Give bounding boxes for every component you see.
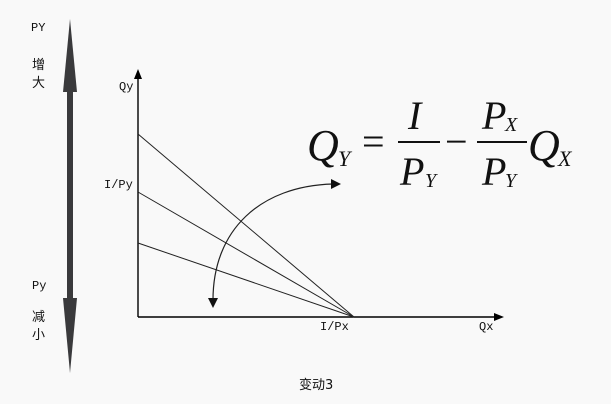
py-bottom-label: Py	[32, 279, 47, 293]
eq-frac1-den: P	[400, 149, 425, 194]
budget-line-steep	[137, 133, 355, 318]
increase-char-1: 增	[32, 58, 46, 73]
eq-frac2-den-sub: Y	[505, 170, 517, 192]
eq-equals: =	[362, 119, 385, 164]
eq-frac2-den: P	[482, 149, 507, 194]
y-intercept-label: I/Py	[104, 178, 133, 192]
budget-line-flat	[137, 242, 355, 318]
eq-lhs: Q	[307, 121, 339, 170]
eq-minus: −	[445, 119, 468, 164]
x-intercept-label: I/Px	[320, 320, 349, 334]
decrease-char-1: 减	[32, 310, 46, 325]
budget-lines	[137, 133, 355, 318]
x-axis-label: Qx	[479, 320, 494, 334]
axes	[134, 69, 504, 321]
py-top-label: PY	[31, 21, 46, 35]
eq-lhs-sub: Y	[338, 146, 351, 171]
eq-rhs: Q	[528, 121, 560, 170]
budget-line-original	[137, 191, 355, 318]
figure-caption: 变动3	[299, 378, 334, 393]
eq-frac2-num-sub: X	[505, 114, 518, 136]
eq-frac1-num: I	[408, 93, 422, 138]
y-axis-label: Qy	[119, 80, 134, 94]
decrease-char-2: 小	[32, 328, 46, 343]
eq-frac1-bar	[398, 141, 440, 143]
eq-frac2-num: P	[482, 93, 507, 138]
rotation-arrow	[208, 179, 341, 308]
eq-frac2-bar	[477, 141, 527, 143]
py-double-arrow	[63, 19, 77, 373]
eq-rhs-sub: X	[558, 146, 572, 171]
increase-char-2: 大	[32, 76, 46, 91]
eq-frac1-den-sub: Y	[425, 170, 437, 192]
